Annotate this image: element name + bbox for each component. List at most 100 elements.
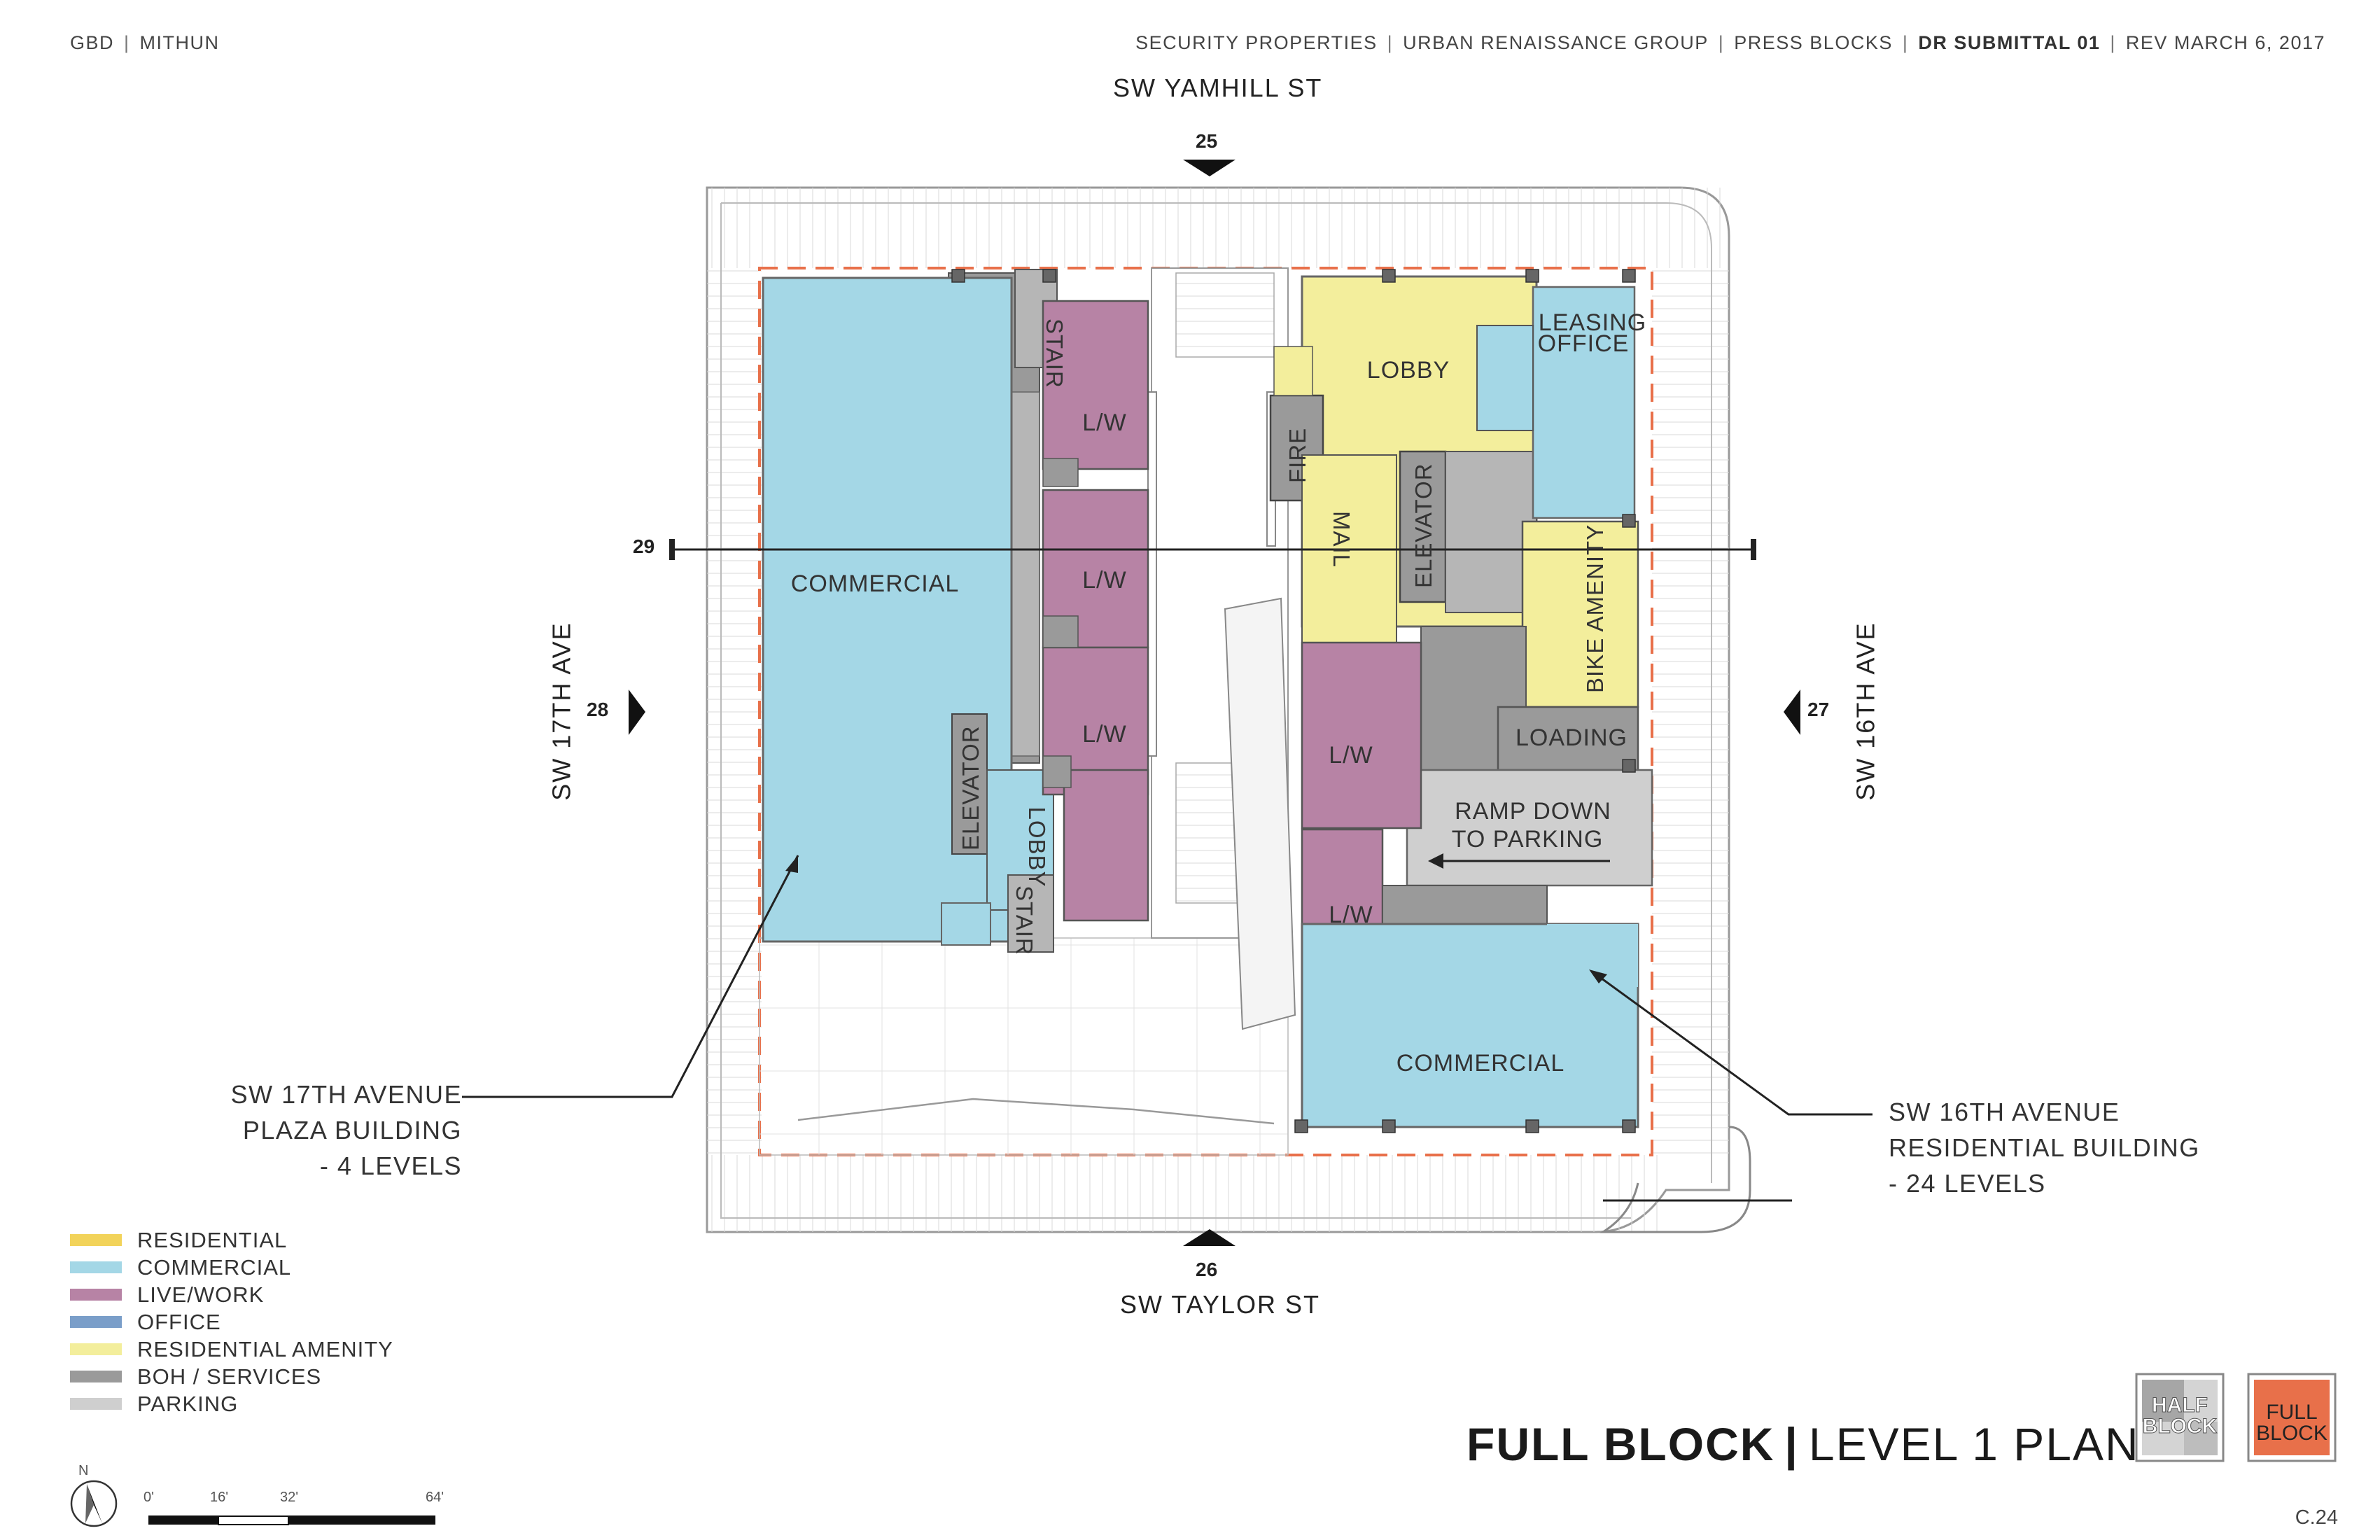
- label-commercial-west: COMMERCIAL: [791, 570, 959, 597]
- legend-item: COMMERCIAL: [70, 1254, 393, 1281]
- full-block-badge: FULL BLOCK: [2247, 1373, 2337, 1462]
- page-number: C.24: [2295, 1506, 2338, 1529]
- label-stair-north: STAIR: [1042, 318, 1068, 388]
- scale-tick-32: 32': [280, 1490, 299, 1505]
- label-ramp-1: RAMP DOWN: [1455, 798, 1611, 825]
- header-revision: REV MARCH 6, 2017: [2125, 32, 2325, 53]
- label-lobby-east: LOBBY: [1367, 357, 1450, 384]
- street-south: SW TAYLOR ST: [1120, 1290, 1321, 1319]
- section-25-arrow: [1183, 160, 1236, 176]
- lw-boh-1: [1042, 458, 1079, 487]
- callout-west-line-3: - 4 LEVELS: [319, 1152, 462, 1180]
- half-badge-line-1: HALF: [2152, 1394, 2208, 1417]
- label-lw-5: L/W: [1329, 902, 1373, 928]
- livework-w1: [1042, 300, 1149, 470]
- livework-e1: [1301, 641, 1422, 830]
- label-loading: LOADING: [1516, 724, 1628, 751]
- sidewalk-south: [707, 1155, 1659, 1232]
- callout-east-line-1: SW 16TH AVENUE: [1889, 1098, 2120, 1126]
- label-elevator-east: ELEVATOR: [1410, 463, 1436, 588]
- columns: [951, 269, 1636, 1133]
- callout-west-line-2: PLAZA BUILDING: [242, 1116, 462, 1144]
- section-28-arrow: [629, 690, 645, 735]
- half-badge-line-2: BLOCK: [2143, 1415, 2218, 1438]
- callout-east-line-2: RESIDENTIAL BUILDING: [1889, 1133, 2200, 1162]
- east-core-boh: [1445, 451, 1537, 613]
- label-commercial-east: COMMERCIAL: [1396, 1050, 1564, 1077]
- legend-swatch: [70, 1371, 122, 1382]
- label-leasing-1: LEASING: [1539, 309, 1646, 336]
- stair-south-room: [1007, 874, 1054, 953]
- leasing-inner: [1476, 325, 1534, 431]
- legend: RESIDENTIAL COMMERCIAL LIVE/WORK OFFICE …: [70, 1226, 393, 1418]
- header-right: SECURITY PROPERTIES|URBAN RENAISSANCE GR…: [1135, 32, 2325, 53]
- plaza-edge: [797, 1098, 1275, 1125]
- label-leasing-2: OFFICE: [1538, 330, 1630, 357]
- elevator-east-room: [1399, 450, 1447, 603]
- curb-line: [720, 202, 1712, 1219]
- section-29-label: 29: [633, 536, 655, 557]
- legend-swatch: [70, 1316, 122, 1328]
- elevator-west-room: [951, 713, 988, 855]
- passage-stairs-n: [1175, 272, 1275, 358]
- header-client-2: URBAN RENAISSANCE GROUP: [1403, 32, 1709, 53]
- legend-swatch: [70, 1343, 122, 1355]
- legend-label: RESIDENTIAL: [137, 1227, 288, 1252]
- callout-west-line-1: SW 17TH AVENUE: [230, 1080, 462, 1109]
- legend-item: PARKING: [70, 1390, 393, 1418]
- label-lw-1: L/W: [1082, 410, 1126, 436]
- label-stair-south: STAIR: [1011, 886, 1037, 955]
- label-elevator-west: ELEVATOR: [958, 725, 983, 850]
- callout-east: SW 16TH AVENUE RESIDENTIAL BUILDING - 24…: [1889, 1094, 2200, 1201]
- legend-label: COMMERCIAL: [137, 1254, 292, 1280]
- section-26-label: 26: [1196, 1259, 1218, 1280]
- legend-item: RESIDENTIAL AMENITY: [70, 1336, 393, 1363]
- fire-stair-step: [1273, 346, 1313, 396]
- callout-east-line-3: - 24 LEVELS: [1889, 1169, 2046, 1198]
- legend-label: OFFICE: [137, 1309, 221, 1334]
- legend-swatch: [70, 1234, 122, 1246]
- header-left: GBD|MITHUN: [70, 32, 220, 53]
- lw-boh-3: [1042, 755, 1072, 788]
- legend-label: BOH / SERVICES: [137, 1364, 322, 1389]
- section-27-label: 27: [1807, 699, 1830, 720]
- legend-swatch: [70, 1261, 122, 1273]
- north-label: N: [78, 1463, 89, 1478]
- legend-label: LIVE/WORK: [137, 1282, 265, 1307]
- block-badges: HALF BLOCK FULL BLOCK: [2135, 1373, 2337, 1462]
- scale-tick-16: 16': [210, 1490, 229, 1505]
- scale-bar: [148, 1516, 435, 1525]
- legend-item: RESIDENTIAL: [70, 1226, 393, 1254]
- label-lw-4: L/W: [1329, 742, 1373, 769]
- header-submittal: DR SUBMITTAL 01: [1918, 32, 2101, 53]
- section-25-label: 25: [1196, 130, 1218, 152]
- loading-room: [1497, 706, 1639, 771]
- callout-west: SW 17TH AVENUE PLAZA BUILDING - 4 LEVELS: [231, 1077, 462, 1184]
- header-firm-2: MITHUN: [139, 32, 220, 53]
- legend-item: LIVE/WORK: [70, 1281, 393, 1308]
- corner-curb-se: [1599, 1126, 1751, 1233]
- label-ramp-2: TO PARKING: [1452, 826, 1604, 853]
- bike-amenity-room: [1521, 520, 1639, 708]
- callout-east-leader: [1595, 973, 1872, 1116]
- north-arrow-icon: [70, 1480, 118, 1527]
- header-project: PRESS BLOCKS: [1734, 32, 1893, 53]
- legend-swatch: [70, 1289, 122, 1301]
- label-mail: MAIL: [1329, 511, 1354, 568]
- commercial-west-lowerwing: [941, 902, 991, 946]
- section-28-label: 28: [587, 699, 609, 720]
- scale-tick-64: 64': [426, 1490, 444, 1505]
- legend-item: OFFICE: [70, 1308, 393, 1336]
- label-fire: FIRE: [1284, 428, 1310, 483]
- livework-w4: [1063, 769, 1149, 922]
- page-title: FULL BLOCK|LEVEL 1 PLAN: [1466, 1418, 2140, 1470]
- passage-ramp: [1224, 597, 1296, 1030]
- passage-column-1: [1147, 391, 1157, 757]
- lw-boh-2: [1042, 615, 1079, 648]
- sidewalk-east: [1652, 268, 1729, 1155]
- ramp-room: [1406, 769, 1653, 887]
- label-lobby-west: LOBBY: [1024, 806, 1050, 887]
- sidewalk-west: [707, 268, 762, 1155]
- commercial-east-upper: [1547, 924, 1638, 987]
